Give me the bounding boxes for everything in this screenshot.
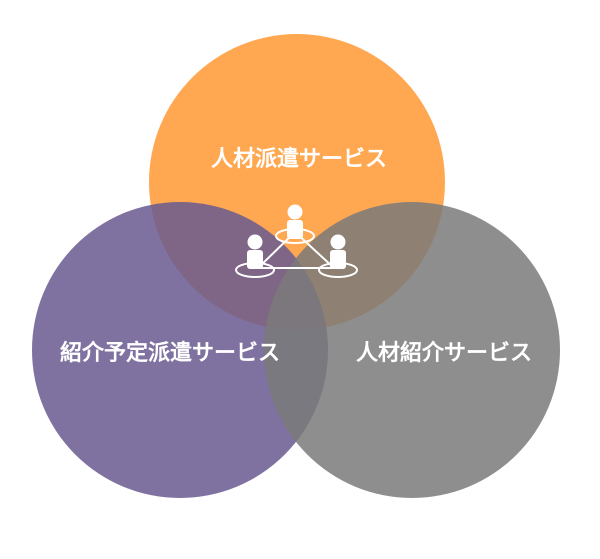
label-haken: 人材派遣サービス — [211, 147, 387, 172]
label-shokai-yotei: 紹介予定派遣サービス — [60, 340, 280, 366]
people-network-icon — [235, 204, 358, 278]
label-shokai: 人材紹介サービス — [356, 340, 532, 366]
